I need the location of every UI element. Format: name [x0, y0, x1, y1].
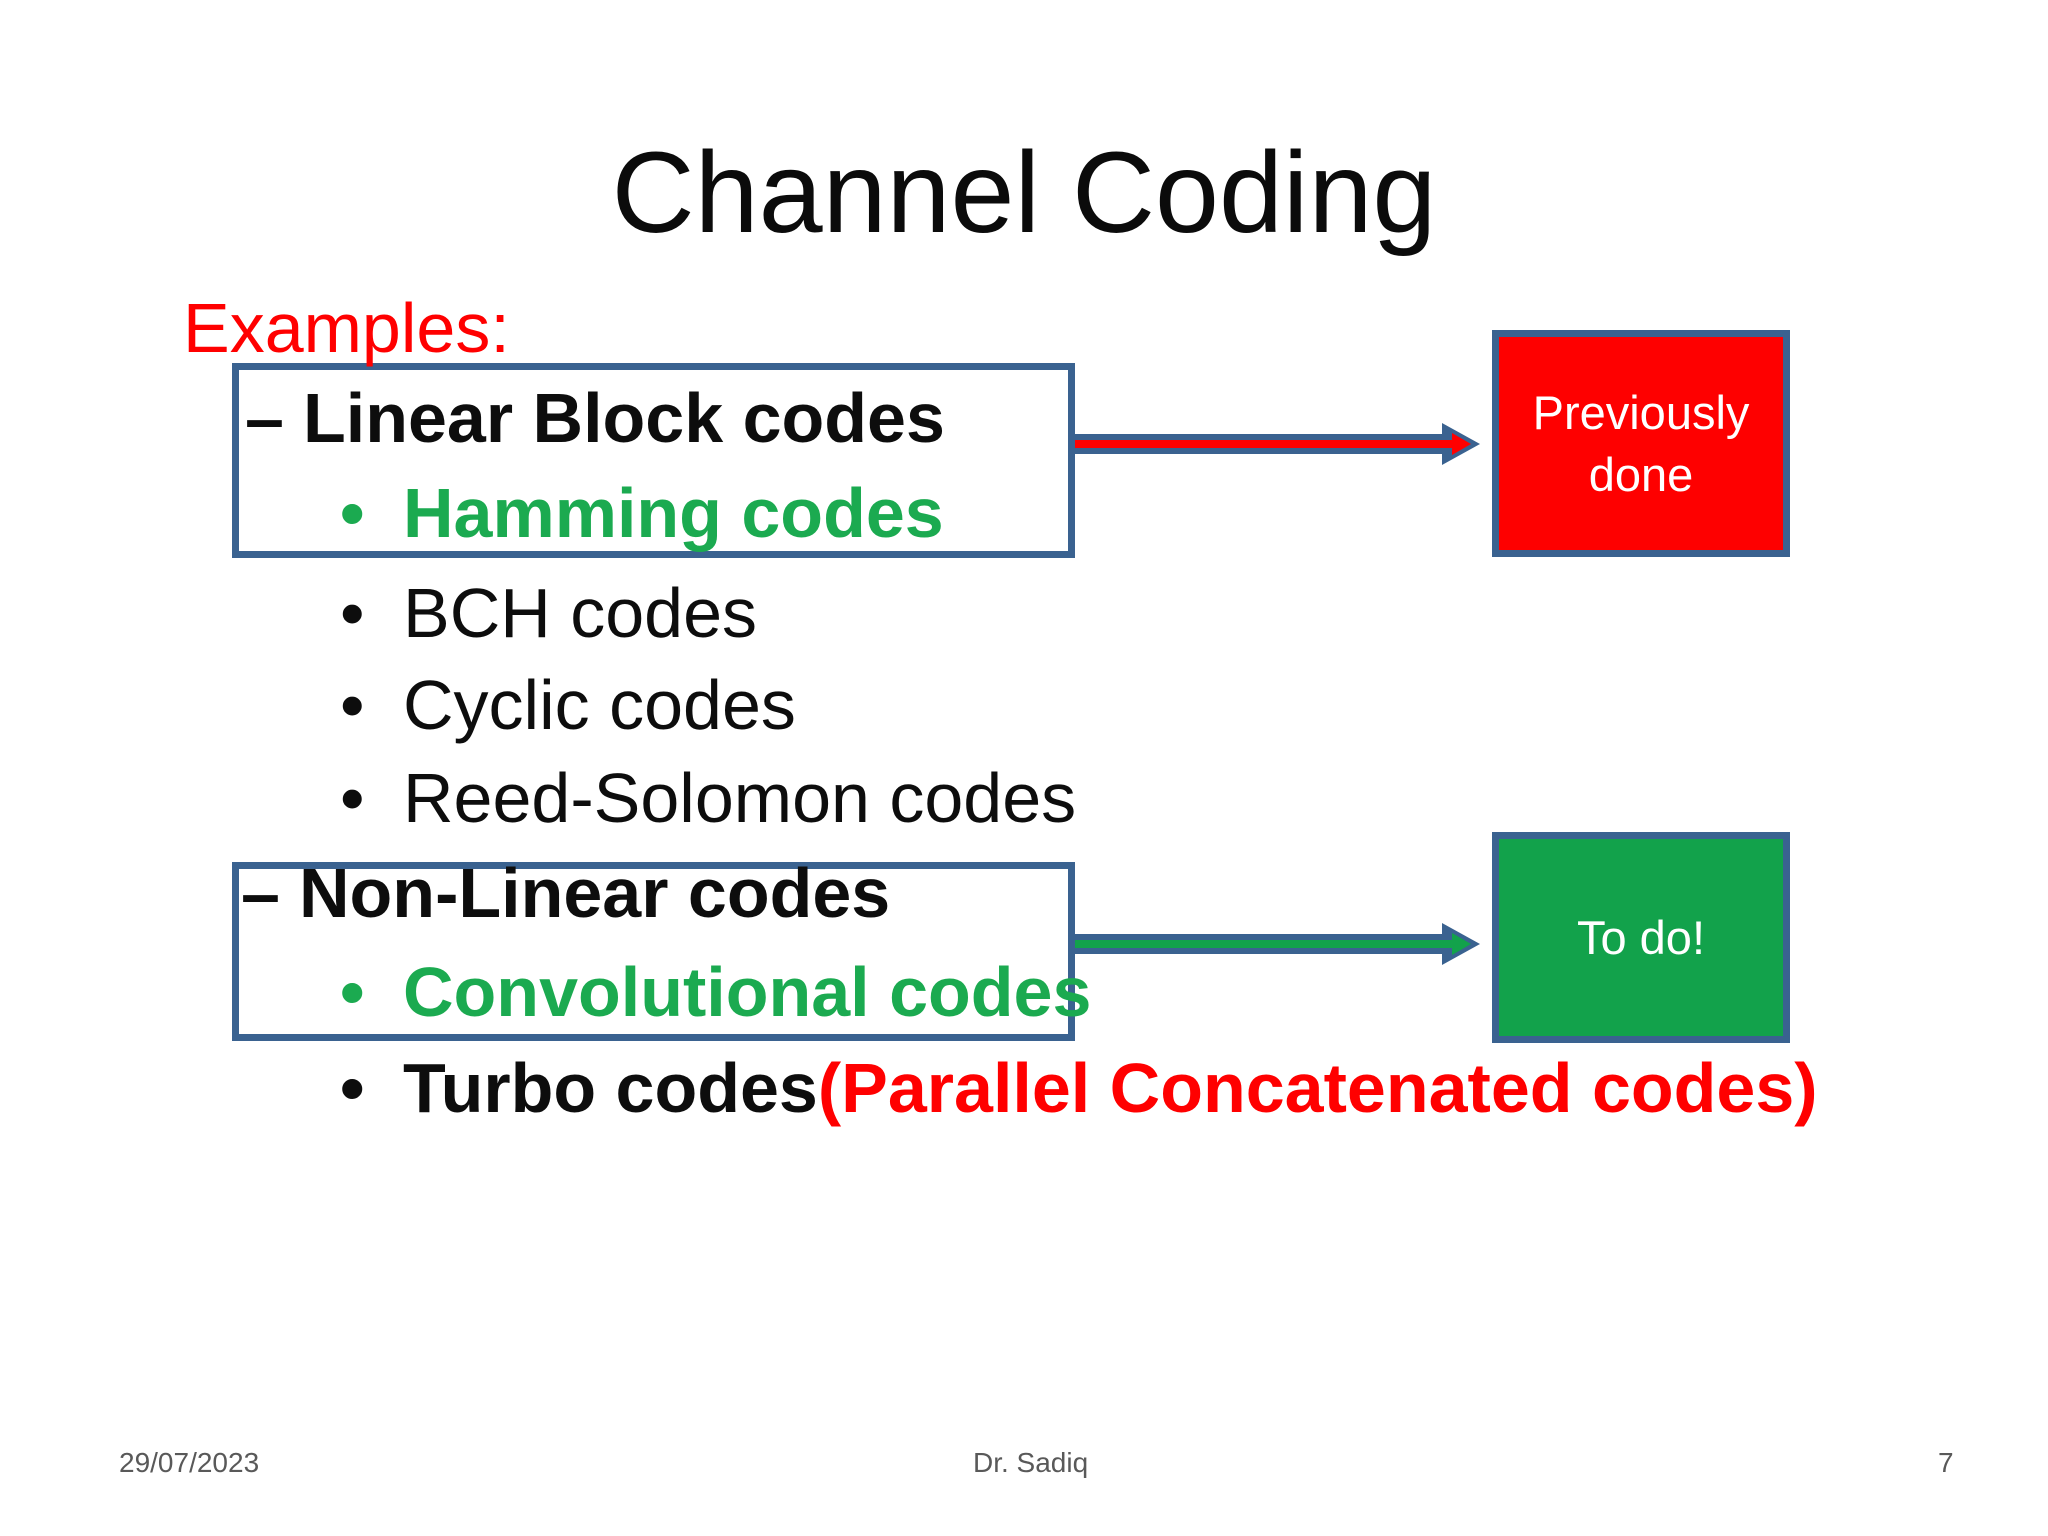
- footer-author: Dr. Sadiq: [973, 1447, 1089, 1478]
- bullet-dot: •: [340, 574, 365, 652]
- bullet-dot: •: [340, 759, 365, 837]
- dash-bullet: –: [241, 854, 280, 932]
- list-item-label: Linear Block codes: [303, 379, 945, 457]
- linear-block-codes-outline-box: [232, 363, 1075, 558]
- list-item-label: Turbo codes: [403, 1049, 818, 1127]
- list-item-reed-solomon-codes: • Reed-Solomon codes: [340, 751, 1076, 846]
- list-item-convolutional-codes: • Convolutional codes: [340, 945, 1091, 1040]
- footer-date: 29/07/2023: [119, 1447, 260, 1478]
- list-item-non-linear-codes: –Non-Linear codes: [241, 846, 890, 941]
- list-item-linear-block-codes: –Linear Block codes: [245, 371, 945, 466]
- list-item-label: BCH codes: [403, 574, 758, 652]
- list-item-cyclic-codes: • Cyclic codes: [340, 658, 796, 753]
- todo-label: To do!: [1576, 910, 1706, 964]
- dash-bullet: –: [245, 379, 284, 457]
- footer-page-number: 7: [1938, 1447, 1954, 1478]
- list-item-label: Convolutional codes: [403, 953, 1092, 1031]
- list-item-bch-codes: • BCH codes: [340, 566, 757, 661]
- previously-done-line1: Previously: [1532, 385, 1750, 439]
- list-item-label: Non-Linear codes: [299, 854, 891, 932]
- list-item-turbo-codes: • Turbo codes(Parallel Concatenated codes…: [340, 1041, 1818, 1136]
- bullet-dot: •: [340, 474, 365, 552]
- list-item-hamming-codes: • Hamming codes: [340, 466, 944, 561]
- arrow-nonlinear-to-todo: [1075, 923, 1480, 965]
- arrow-linear-to-previously-done: [1075, 423, 1480, 465]
- previously-done-line2: done: [1588, 447, 1694, 501]
- bullet-dot: •: [340, 1049, 365, 1127]
- bullet-dot: •: [340, 953, 365, 1031]
- slide-title: Channel Coding: [611, 129, 1437, 257]
- bullet-dot: •: [340, 666, 365, 744]
- list-item-label: Hamming codes: [403, 474, 944, 552]
- previously-done-callout: Previously done: [1492, 330, 1790, 557]
- list-item-label: Cyclic codes: [403, 666, 796, 744]
- examples-label: Examples:: [183, 289, 510, 367]
- non-linear-codes-outline-box: [232, 862, 1075, 1041]
- list-item-label: Reed-Solomon codes: [403, 759, 1077, 837]
- todo-callout: To do!: [1492, 832, 1790, 1043]
- turbo-codes-note: (Parallel Concatenated codes): [817, 1049, 1818, 1127]
